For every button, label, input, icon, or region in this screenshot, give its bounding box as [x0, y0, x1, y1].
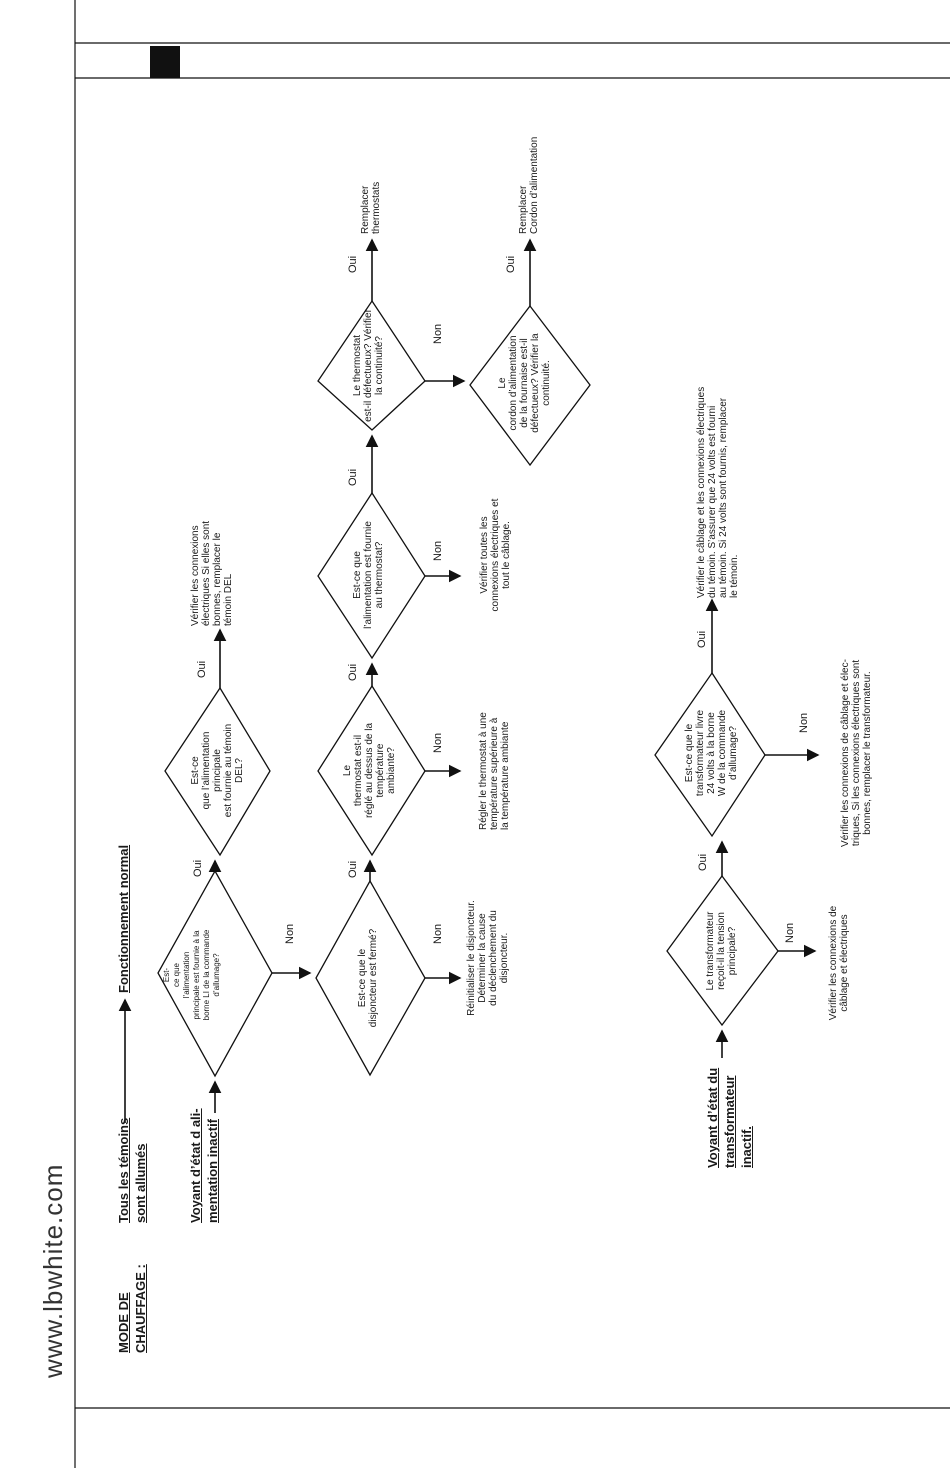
yes-label: Oui	[196, 660, 208, 678]
diamond-power-q7	[469, 304, 591, 467]
yes-label: Oui	[347, 860, 359, 878]
no-label: Non	[784, 922, 796, 943]
power-q5-no-action: Vérifier toutes les connexions électriqu…	[479, 498, 512, 612]
diamond-power-q2	[164, 686, 271, 857]
power-start-label: Voyant d’état d ali- mentation inactif	[188, 1108, 220, 1223]
transformer-start-label: Voyant d’état du transformateur inactif.	[705, 1067, 754, 1168]
power-q6-yes-action: Remplacer thermostats	[360, 181, 382, 234]
yes-label: Oui	[347, 255, 359, 273]
diamond-transformer-q1	[666, 874, 779, 1027]
no-label: Non	[284, 923, 296, 944]
diamond-power-q5	[317, 491, 426, 660]
diamond-power-q3	[315, 879, 426, 1077]
transformer-q1-no-action: Vérifier les connexions de câblage et él…	[828, 905, 850, 1021]
power-q5-text: Est-ce que l’alimentation est fournie au…	[352, 521, 385, 629]
transformer-q2-text: Est-ce que le transformateur livre 24 vo…	[684, 709, 739, 797]
diamond-transformer-q2	[654, 671, 766, 838]
power-q1-text: Est- ce que l’alimentation principale es…	[162, 929, 221, 1021]
diamond-power-q1	[157, 869, 273, 1078]
power-q3-no-action: Réinitialiser le disjoncteur. Déterminer…	[466, 900, 510, 1016]
power-q2-text: Est-ce que l’alimentation principale est…	[190, 723, 245, 818]
power-q2-yes-action: Vérifier les connexions électriques Si e…	[190, 520, 234, 626]
section-tab-marker	[150, 46, 180, 78]
transformer-q2-yes-action: Vérifier le câblage et les connexions él…	[696, 386, 740, 598]
no-label: Non	[432, 923, 444, 944]
diamond-power-q4	[317, 684, 426, 857]
power-q7-yes-action: Remplacer Cordon d’alimentation	[518, 136, 540, 234]
yes-label: Oui	[347, 663, 359, 681]
no-label: Non	[432, 540, 444, 561]
transformer-q2-no-action: Vérifier les connexions de câblage et él…	[840, 659, 873, 847]
yes-label: Oui	[696, 630, 708, 648]
normal-result-label: Fonctionnement normal	[116, 844, 131, 993]
transformer-q1-text: Le transformateur reçoit-il la tension p…	[705, 911, 738, 991]
normal-start-label: Tous les témoins sont allumés	[116, 1117, 148, 1223]
no-label: Non	[798, 712, 810, 733]
mode-heading: MODE DE CHAUFFAGE :	[116, 1264, 148, 1353]
power-q4-text: Le thermostat est-il réglé au dessus de …	[342, 722, 397, 819]
no-label: Non	[432, 323, 444, 344]
yes-label: Oui	[697, 853, 709, 871]
power-q3-text: Est-ce que le disjoncteur est fermé?	[357, 928, 379, 1028]
power-q6-text: Le thermostat est-il défectueux? Vérifie…	[352, 309, 385, 422]
diamond-power-q6	[317, 299, 426, 431]
power-q4-no-action: Régler le thermostat à une température s…	[478, 712, 511, 830]
yes-label: Oui	[347, 468, 359, 486]
power-q7-text: Le cordon d’alimentation de la fournaise…	[497, 333, 552, 433]
yes-label: Oui	[505, 255, 517, 273]
yes-label: Oui	[192, 859, 204, 877]
no-label: Non	[432, 732, 444, 753]
website-url[interactable]: www.lbwhite.com	[38, 1163, 68, 1378]
